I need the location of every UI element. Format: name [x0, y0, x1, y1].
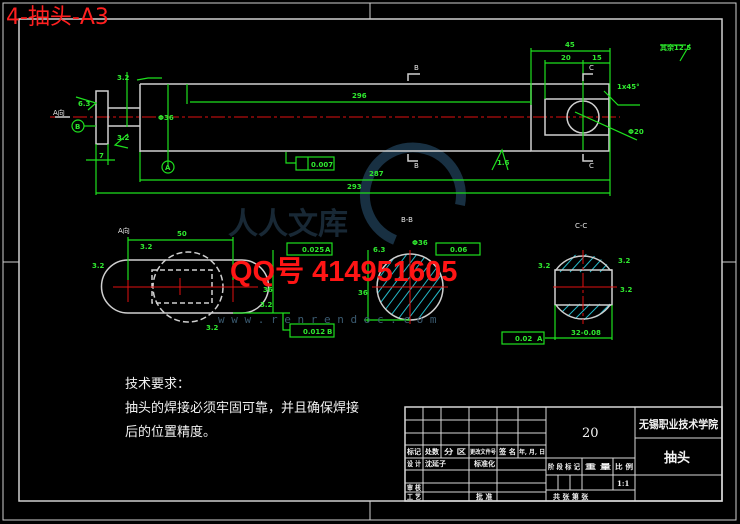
section-mark-b-bottom: B	[414, 162, 419, 170]
label-date: 年, 月, 日	[519, 448, 545, 456]
view-bb-label: B-B	[401, 216, 413, 224]
label-sign: 签 名	[498, 447, 516, 456]
roughness-3-2-a: 3.2	[117, 74, 130, 82]
view-cc-width: 32-0.08	[571, 329, 601, 337]
dim-293: 293	[347, 183, 362, 191]
dim-7: 7	[99, 152, 104, 160]
tech-requirements-title: 技术要求：	[125, 377, 190, 392]
view-a-dim-36: 36	[263, 286, 273, 294]
dim-287: 287	[369, 170, 384, 178]
view-a-tolerance-value: 0.025	[302, 246, 324, 254]
title-block-school: 无锡职业技术学院	[638, 417, 718, 431]
tech-requirements: 技术要求： 抽头的焊接必须牢固可靠，并且确保焊接 后的位置精度。	[125, 377, 359, 440]
label-doc: 更改文件号	[470, 448, 496, 456]
view-a-roughness-2: 3.2	[92, 262, 105, 270]
watermark-site: w w w . r e n r e n d o c . c o m	[218, 313, 437, 326]
watermark-logo-text: 人人文库	[228, 207, 348, 242]
tolerance-value: 0.007	[311, 161, 333, 169]
datum-b: B	[75, 123, 80, 131]
tech-requirements-line2: 后的位置精度。	[125, 424, 216, 440]
watermark-qq: QQ号 414951605	[230, 256, 457, 288]
label-design: 设 计	[407, 459, 421, 468]
designer-name: 沈延子	[425, 459, 446, 468]
view-a: A向 50 3.2 3.2 3.2 3.2 36 0.025 A 0.012 B	[92, 226, 335, 338]
section-mark-c-top: C	[589, 64, 594, 72]
view-a-roughness-4: 3.2	[260, 301, 273, 309]
view-arrow-label: A向	[53, 108, 65, 117]
dim-20: 20	[561, 54, 571, 62]
roughness-6-3: 6.3	[78, 100, 91, 108]
datum-a: A	[165, 164, 171, 172]
view-a-roughness-3: 3.2	[206, 324, 219, 332]
label-standard: 标准化	[473, 459, 495, 468]
view-cc-tolerance-value: 0.02	[515, 335, 532, 343]
section-mark-c-bottom: C	[589, 162, 594, 170]
label-ratio: 比 例	[615, 462, 633, 471]
label-sheets: 共 张 第 张	[553, 492, 589, 501]
roughness-note: 其余12.5	[660, 43, 691, 52]
view-cc-tolerance-datum: A	[537, 335, 543, 343]
title-block: 20 无锡职业技术学院 抽头 1:1 标记 处数 分 区 更改文件号 签 名 年…	[404, 406, 723, 502]
title-block-part-name: 抽头	[664, 450, 690, 466]
label-zone: 分 区	[444, 447, 466, 456]
roughness-1-6: 1.6	[497, 159, 510, 167]
center-marks	[3, 3, 736, 520]
view-bb: B-B 36 6.3 Φ36 0.06	[358, 216, 481, 324]
dim-dia: Φ36	[158, 114, 174, 122]
view-cc-label: C-C	[575, 222, 587, 230]
tolerance-frame	[295, 156, 335, 171]
roughness-3-2-b: 3.2	[117, 134, 130, 142]
label-mark: 标记	[406, 447, 421, 456]
label-review: 审 核	[407, 483, 421, 492]
view-cc-roughness-2: 3.2	[618, 257, 631, 265]
view-bb-fit: Φ36	[412, 239, 428, 247]
view-cc-roughness-3: 3.2	[620, 286, 633, 294]
view-a-roughness-1: 3.2	[140, 243, 153, 251]
dim-chamfer: 1x45°	[617, 83, 640, 91]
title-block-scale: 1:1	[617, 479, 629, 488]
view-a-tolerance2-datum: B	[327, 328, 332, 336]
label-stage: 阶 段 标 记	[548, 462, 580, 471]
section-mark-b-top: B	[414, 64, 419, 72]
dim-45: 45	[565, 41, 575, 49]
view-bb-roughness: 6.3	[373, 246, 386, 254]
view-cc-roughness-1: 3.2	[538, 262, 551, 270]
header-title: 4-抽头-A3	[6, 5, 109, 30]
label-count: 处数	[424, 447, 440, 456]
title-block-material: 20	[582, 426, 599, 441]
view-bb-tolerance-value: 0.06	[450, 246, 467, 254]
label-approve: 批 准	[476, 492, 492, 501]
watermark-logo: 人人文库	[228, 142, 466, 245]
tech-requirements-line1: 抽头的焊接必须牢固可靠，并且确保焊接	[125, 400, 359, 416]
label-process: 工 艺	[407, 492, 421, 501]
label-weight: 重 量	[585, 462, 611, 471]
view-a-tolerance2-value: 0.012	[303, 328, 325, 336]
view-bb-dim: 36	[358, 289, 368, 297]
dim-296: 296	[352, 92, 367, 100]
view-a-dim-50: 50	[177, 230, 187, 238]
view-cc: C-C 3.2 3.2 3.2 32-0.08 0.02 A	[501, 222, 633, 345]
view-a-label: A向	[118, 226, 130, 235]
main-view: 45 20 15 1x45° Φ20 296 287 293 7 6.3 Φ36…	[50, 41, 691, 196]
dim-15: 15	[592, 54, 602, 62]
view-a-tolerance-datum: A	[325, 246, 331, 254]
dim-hole: Φ20	[628, 128, 644, 136]
